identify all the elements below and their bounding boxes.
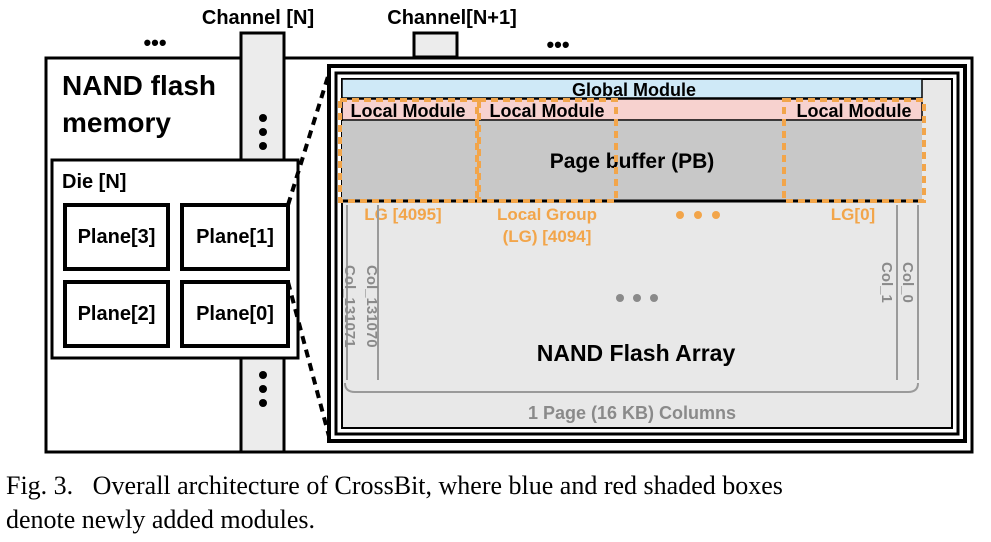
figure-caption-line1: Fig. 3. Overall architecture of CrossBit… [6, 471, 783, 500]
channel-ellipsis-right: ••• [546, 32, 569, 57]
plane-3-box [63, 203, 170, 271]
channel-n-label: Channel [N] [202, 7, 314, 29]
channel-dots-bottom [259, 371, 267, 407]
columns-brace [344, 382, 919, 393]
lg-4095-label: LG [4095] [364, 205, 441, 224]
lg-4094-label-line2: (LG) [4094] [503, 227, 592, 246]
local-group-4095-outline [338, 98, 479, 203]
plane-0-label: Plane[0] [196, 303, 274, 325]
local-module-label-lg4094: Local Module [489, 101, 604, 121]
global-module-label: Global Module [572, 80, 696, 100]
plane-3-label: Plane[3] [78, 226, 156, 248]
figure-caption-line2: denote newly added modules. [6, 505, 315, 534]
page-columns-label: 1 Page (16 KB) Columns [528, 403, 736, 423]
nand-title-line2: memory [62, 107, 171, 138]
global-module-box [341, 78, 923, 99]
col-131071-label: Col_131071 [341, 265, 358, 348]
plane-2-box [63, 280, 170, 348]
nand-flash-array-label: NAND Flash Array [537, 340, 736, 366]
plane-2-label: Plane[2] [78, 303, 156, 325]
zoom-line-top [286, 69, 332, 206]
col-1-label: Col_1 [878, 262, 895, 303]
plane-0-box [180, 280, 290, 348]
nand-title-line1: NAND flash [62, 70, 216, 101]
local-module-label-lg4095: Local Module [350, 101, 465, 121]
local-group-4094-outline [477, 98, 618, 203]
channel-n1-label: Channel[N+1] [387, 7, 516, 29]
page-buffer-box [342, 121, 922, 201]
local-module-label-lg0: Local Module [796, 101, 911, 121]
col-131070-label: Col_131070 [363, 265, 380, 348]
die-title: Die [N] [62, 171, 126, 193]
channel-n1-bar [412, 31, 459, 59]
page-buffer-label: Page buffer (PB) [550, 150, 715, 173]
local-group-ellipsis [676, 211, 720, 219]
channel-dots-top [259, 114, 267, 150]
lg-0-label: LG[0] [831, 205, 875, 224]
column-ellipsis [616, 294, 658, 302]
plane-1-box [180, 203, 290, 271]
col-0-label: Col_0 [899, 262, 916, 303]
channel-ellipsis-left: ••• [143, 30, 166, 55]
lg-4094-label-line1: Local Group [497, 205, 597, 224]
plane-1-label: Plane[1] [196, 226, 274, 248]
